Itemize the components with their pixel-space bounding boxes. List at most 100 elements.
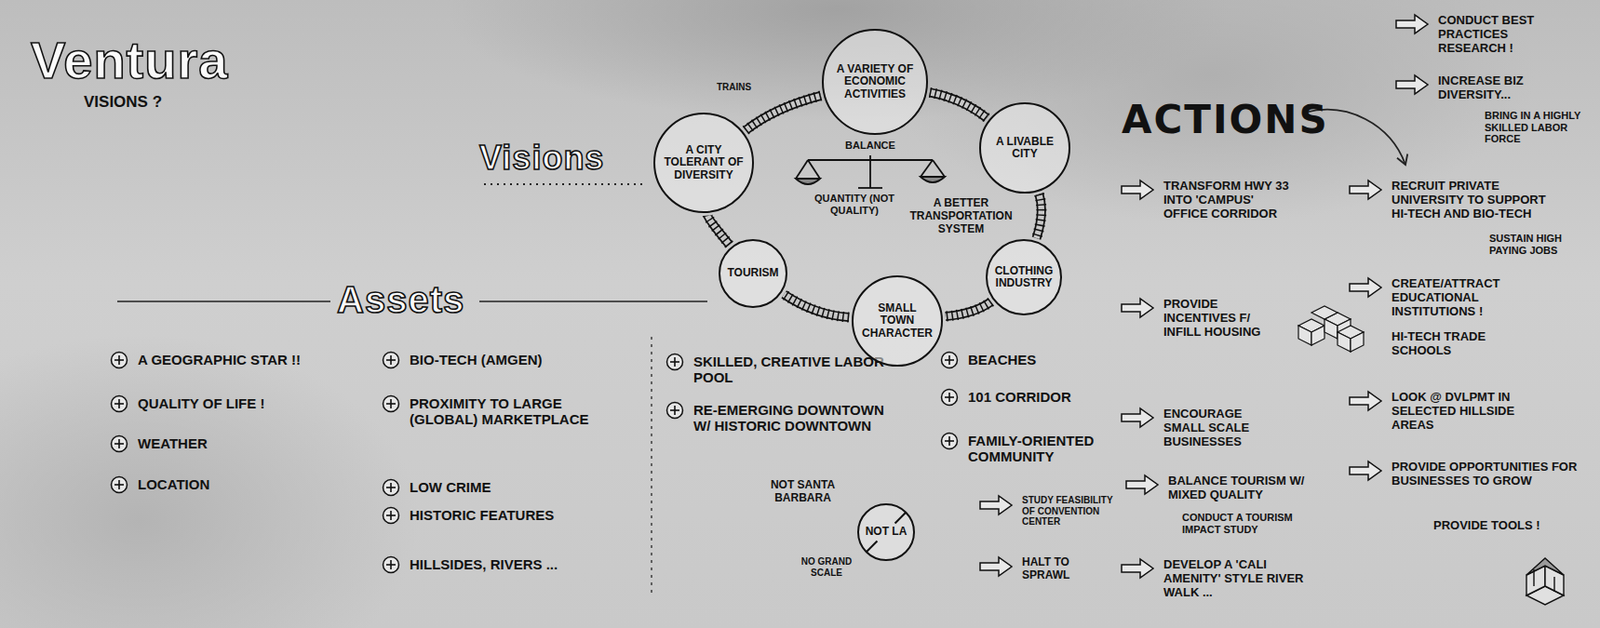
rail-gap — [945, 301, 992, 317]
action-item: DEVELOP A 'CALI AMENITY' STYLE RIVER WAL… — [1163, 558, 1322, 601]
plus-bar — [118, 355, 121, 365]
circle-stroke — [719, 240, 787, 308]
circle-label: A CITY TOLERANT OF DIVERSITY — [663, 144, 744, 182]
circle-stroke — [654, 113, 753, 213]
action-item: STUDY FEASIBILITY OF CONVENTION CENTER — [1021, 495, 1116, 528]
circle-text: CLOTHING INDUSTRY — [993, 265, 1055, 291]
rail-outer — [945, 301, 992, 317]
rail-ties — [1036, 194, 1042, 239]
rule-line — [117, 300, 331, 303]
circle-label: SMALL TOWN CHARACTER — [860, 302, 934, 340]
plus-circle — [383, 508, 400, 525]
action-item: BALANCE TOURISM W/ MIXED QUALITY — [1168, 474, 1322, 503]
vision-circle: NOT LA — [856, 502, 916, 563]
asset-item: BIO-TECH (AMGEN) — [409, 351, 596, 368]
asset-item: RE-EMERGING DOWNTOWN W/ HISTORIC DOWNTOW… — [693, 402, 889, 435]
rail-ties — [783, 294, 849, 318]
action-item: CONDUCT BEST PRACTICES RESEARCH ! — [1438, 13, 1578, 56]
plus-bar — [673, 357, 676, 367]
rail-ties — [945, 301, 992, 317]
dotted-divider — [650, 336, 652, 596]
circle-text: A VARIETY OF ECONOMIC ACTIVITIES — [833, 63, 917, 101]
balance-scale — [795, 155, 945, 189]
rule-line — [479, 300, 708, 303]
plus-circle — [111, 396, 128, 413]
plus-bar — [673, 405, 676, 416]
building-sketch — [1526, 558, 1564, 606]
rail-ties — [929, 92, 987, 119]
rail-connector — [783, 294, 849, 318]
plus-circle — [111, 352, 128, 369]
plus-bullet — [111, 477, 128, 494]
plus-circle — [383, 352, 400, 369]
rail-outer — [783, 294, 849, 318]
asset-item: SKILLED, CREATIVE LABOR POOL — [693, 353, 889, 387]
plus-circle — [383, 480, 400, 497]
action-item: ENCOURAGE SMALL SCALE BUSINESSES — [1163, 407, 1276, 450]
asset-item: A GEOGRAPHIC STAR !! — [137, 351, 334, 368]
slash-mark — [866, 541, 878, 553]
plus-circle — [941, 352, 958, 369]
vision-circle: TOURISM — [717, 238, 789, 310]
circle-text: A LIVABLE CITY — [988, 135, 1062, 162]
rail-outer — [707, 215, 729, 245]
note-text: NO GRAND SCALE — [798, 556, 855, 579]
note-text: QUANTITY (NOT QUALITY) — [807, 192, 901, 216]
note-text: HI-TECH TRADE SCHOOLS — [1391, 330, 1532, 359]
rail-ties — [707, 215, 729, 245]
rail-outer — [929, 92, 987, 119]
circle-stroke — [858, 504, 915, 561]
vision-circle: A CITY TOLERANT OF DIVERSITY — [652, 111, 755, 215]
circle-text: A CITY TOLERANT OF DIVERSITY — [663, 144, 744, 182]
asset-item: LOCATION — [137, 476, 334, 493]
plus-bullet — [941, 352, 958, 369]
vision-circle: A VARIETY OF ECONOMIC ACTIVITIES — [820, 27, 929, 136]
note-text: SUSTAIN HIGH PAYING JOBS — [1489, 232, 1592, 256]
cycle-arrowhead — [1397, 154, 1408, 166]
plus-bullet — [383, 557, 400, 574]
plus-bar — [948, 392, 951, 403]
action-arrow — [1396, 14, 1428, 34]
plus-bar — [389, 560, 392, 570]
circle-text: NOT LA — [865, 525, 908, 538]
action-arrow — [1396, 75, 1428, 95]
plus-circle — [111, 477, 128, 494]
plus-circle — [667, 403, 684, 419]
asset-item: HISTORIC FEATURES — [409, 507, 596, 524]
asset-item: BEACHES — [968, 351, 1108, 368]
note-text: BRING IN A HIGHLY SKILLED LABOR FORCE — [1484, 109, 1586, 146]
plus-bar — [118, 439, 121, 449]
plus-circle — [383, 396, 400, 413]
note-text: BALANCE — [842, 139, 899, 152]
rail-connector — [745, 95, 821, 131]
plus-circle — [941, 433, 958, 450]
section-heading: ACTIONS — [1121, 98, 1330, 142]
plus-bar — [118, 399, 121, 409]
action-arrow — [1126, 475, 1158, 495]
plus-bullet — [941, 433, 958, 450]
plus-bar — [389, 355, 392, 365]
circle-label: A VARIETY OF ECONOMIC ACTIVITIES — [833, 63, 917, 101]
action-item: PROVIDE INCENTIVES F/ INFILL HOUSING — [1163, 297, 1276, 340]
dotted-underline — [484, 183, 643, 186]
action-arrow — [1349, 180, 1382, 200]
note-text: CONDUCT A TOURISM IMPACT STUDY — [1182, 511, 1322, 536]
vision-circle: A LIVABLE CITY — [978, 101, 1072, 195]
rail-gap — [1036, 194, 1042, 239]
asset-item: FAMILY-ORIENTED COMMUNITY — [968, 432, 1117, 466]
plus-bullet — [111, 396, 128, 413]
plus-bar — [389, 483, 392, 493]
asset-item: 101 CORRIDOR — [968, 389, 1108, 405]
rail-connector — [1036, 194, 1042, 239]
slash-mark — [895, 512, 907, 525]
plus-bullet — [383, 508, 400, 525]
note-text: TRAINS — [716, 81, 773, 94]
rail-gap — [707, 215, 729, 245]
rail-ties — [745, 95, 821, 131]
action-arrow — [980, 496, 1012, 515]
circle-label: A LIVABLE CITY — [988, 135, 1062, 162]
circle-label: CLOTHING INDUSTRY — [993, 265, 1055, 291]
